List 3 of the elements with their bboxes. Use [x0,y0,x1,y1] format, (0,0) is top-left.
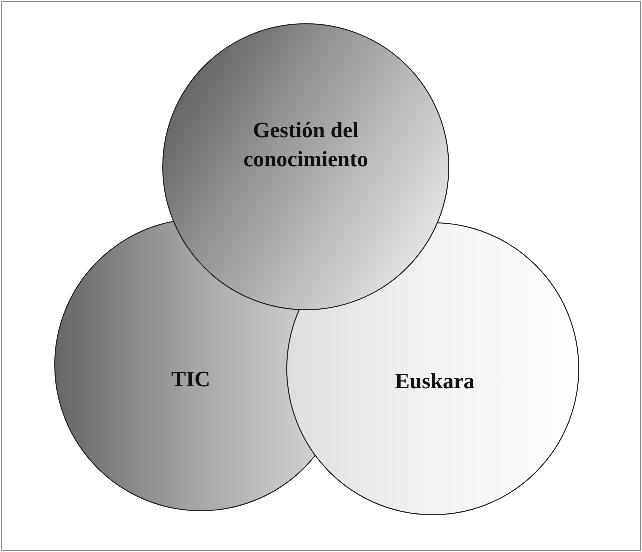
venn-label: Euskara [395,368,475,396]
venn-label: TIC [171,366,211,394]
venn-label: Gestión del conocimiento [221,116,391,174]
